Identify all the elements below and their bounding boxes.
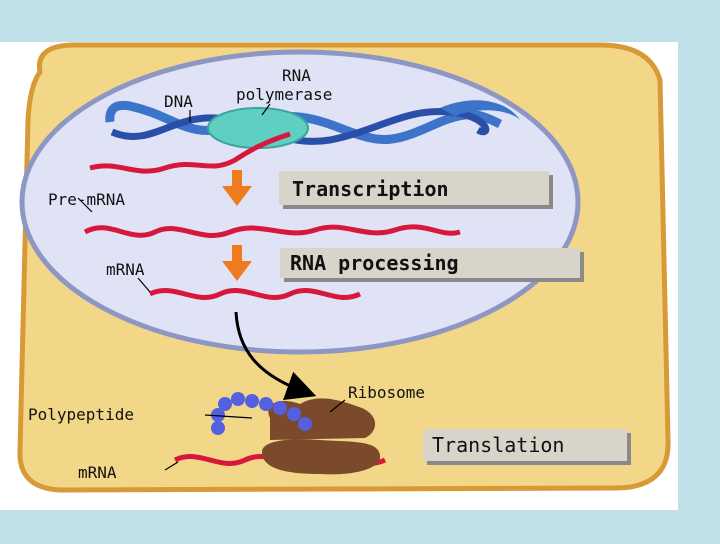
transcription-arrow [222,170,252,206]
rna-processing-label: RNA processing [290,251,459,275]
rna-polymerase-label-line1: RNA [282,66,311,85]
mrna-nucleus-label: mRNA [106,260,145,279]
translation-label: Translation [432,433,564,457]
processing-arrow [222,245,252,281]
transcription-label: Transcription [292,177,449,201]
ribosome-label: Ribosome [348,383,425,402]
leader-lines [77,103,346,471]
rna-polymerase-label-line2: polymerase [236,85,332,104]
nascent-rna [89,131,291,174]
rna-processing-box: RNA processing [280,248,584,282]
dna-label: DNA [164,92,193,111]
transcription-box: Transcription [279,171,553,209]
translation-box: Translation [423,429,631,465]
export-arrow [234,311,317,400]
pre-mrna-strand [83,224,461,238]
mrna-strand-nucleus [148,288,362,300]
polypeptide-chain [211,392,312,435]
pre-mrna-label: Pre-mRNA [48,190,125,209]
rna-polymerase [207,107,309,149]
polypeptide-label: Polypeptide [28,405,134,424]
mrna-cytoplasm-label: mRNA [78,463,117,482]
